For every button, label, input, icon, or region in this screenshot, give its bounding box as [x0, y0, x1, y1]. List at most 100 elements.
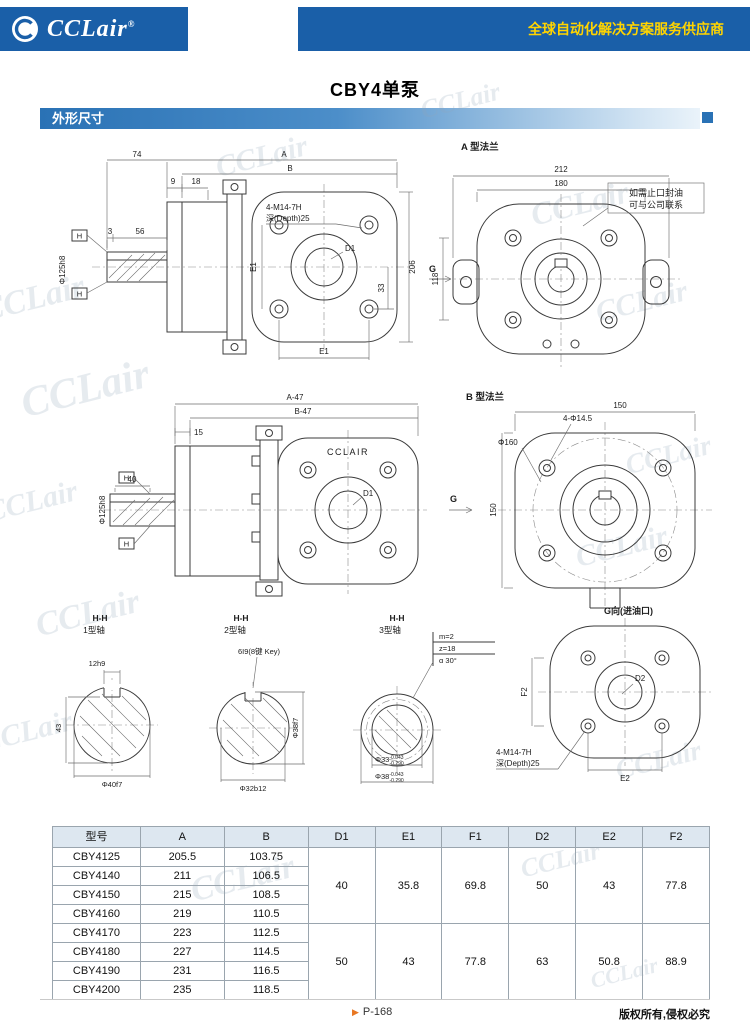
bolt-spec-line2: 深(Depth)25 — [266, 214, 310, 223]
bolt-spec-line1: 4-M14-7H — [496, 748, 532, 757]
drawing-pump-side-view-b: A-47 B-47 15 40 Φ125h8 CCLAIR D1 H H — [98, 393, 427, 597]
footer-copyright: 版权所有,侵权必究 — [618, 1009, 710, 1021]
table-row: CBY4180 227 114.5 — [52, 942, 710, 962]
dim-label-phi33: Φ33-0.043-0.290 — [375, 755, 404, 767]
merged-cell-E2: 43 — [575, 847, 644, 924]
merged-cell-D2: 50 — [508, 847, 577, 924]
footer-page-number: ▶P-168 — [352, 1006, 392, 1018]
value-cell: 235 — [139, 980, 225, 1000]
shaft-hatching — [108, 252, 166, 282]
dim-label-B: B — [287, 164, 292, 173]
value-cell: 116.5 — [223, 961, 309, 981]
phi38-value: Φ38 — [375, 772, 389, 781]
seal-note-line1: 如需止口封油 — [629, 187, 683, 198]
spline-spec-angle: α 30° — [439, 656, 457, 665]
drawing-flange-type-b: B 型法兰 4-Φ14.5 Φ160 150 150 G — [449, 391, 712, 610]
dim-label-212: 212 — [554, 165, 568, 174]
page-number-text: P-168 — [362, 1006, 393, 1018]
value-cell: 112.5 — [223, 923, 309, 943]
dimension-lines — [65, 670, 151, 778]
dim-label-bolt-holes: 4-Φ14.5 — [563, 414, 593, 423]
flange-b-title: B 型法兰 — [466, 391, 505, 403]
dim-label-56: 56 — [136, 227, 145, 236]
dimension-lines — [114, 403, 419, 545]
value-cell: 215 — [139, 885, 225, 905]
phi38-tol-lower: -0.290 — [390, 778, 404, 784]
section-label: H-H — [92, 613, 107, 623]
dim-label-180: 180 — [554, 179, 568, 188]
phi38-tol-upper: -0.043 — [389, 772, 403, 778]
section-hatching — [222, 697, 288, 757]
merged-cell-F1: 77.8 — [441, 923, 510, 1000]
dimension-lines — [449, 411, 696, 589]
datum-H-top: H — [124, 474, 129, 483]
value-cell: 108.5 — [223, 885, 309, 905]
section-hatching — [79, 693, 147, 757]
table-row: CBY4200 235 118.5 — [52, 980, 710, 1000]
drawing-shaft-type1: H-H 1型轴 12h9 43 Φ40f7 — [54, 613, 158, 789]
shaft-type-label: 3型轴 — [379, 625, 401, 635]
drawing-shaft-type3: H-H 3型轴 m=2 z=18 α 30° Φ33-0.043-0.290 Φ… — [353, 613, 495, 784]
dim-label-9: 9 — [171, 177, 176, 186]
bolt-spec-line2: 深(Depth)25 — [496, 759, 540, 768]
col-header-B: B — [223, 826, 309, 848]
centerlines — [353, 686, 441, 776]
dim-label-phi160: Φ160 — [498, 438, 518, 447]
phi33-value: Φ33 — [375, 755, 389, 764]
dim-label-dia-vertical: Φ38f7 — [291, 718, 300, 739]
logo-wordmark: CCLair — [47, 15, 128, 42]
table-row: CBY4190 231 116.5 — [52, 961, 710, 981]
value-cell: 118.5 — [223, 980, 309, 1000]
value-cell: 114.5 — [223, 942, 309, 962]
dim-label-F2: F2 — [520, 687, 529, 697]
drawing-pump-side-view-a: 74 A B 9 18 3 56 Φ125h8 4-M14-7H 深(Depth… — [58, 150, 417, 360]
section-hatching — [374, 709, 418, 753]
drawing-flange-type-a: A 型法兰 212 180 118 如需止口封油 可与公司联系 G — [429, 141, 705, 370]
value-cell: 106.5 — [223, 866, 309, 886]
model-cell: CBY4150 — [52, 885, 141, 905]
dim-label-43: 43 — [54, 724, 63, 732]
dim-label-206: 206 — [408, 260, 417, 274]
dim-label-shaft-dia: Φ125h8 — [58, 255, 67, 284]
dim-label-key: 6I9(8键 Key) — [238, 646, 281, 656]
model-cell: CBY4125 — [52, 847, 141, 867]
flange-geometry — [514, 432, 696, 609]
model-cell: CBY4170 — [52, 923, 141, 943]
spline-spec-module: m=2 — [439, 632, 454, 641]
drawing-shaft-type2: H-H 2型轴 6I9(8键 Key) Φ38f7 Φ32b12 — [209, 613, 305, 793]
dim-label-shaft-dia: Φ125h8 — [98, 495, 107, 524]
table-row: CBY4125 205.5 103.75 40 35.8 69.8 50 43 … — [52, 847, 710, 924]
g-view-title: G向(进油口) — [604, 605, 653, 616]
col-header-model: 型号 — [52, 826, 141, 848]
header-logo-block: CCLair® — [0, 7, 188, 51]
company-logo-text: CCLair® — [47, 16, 135, 43]
section-label: H-H — [389, 613, 404, 623]
dim-label-E1-horizontal: E1 — [319, 347, 329, 356]
dim-label-dia-bottom: Φ32b12 — [240, 784, 267, 793]
dim-label-118: 118 — [431, 272, 440, 285]
centerlines — [538, 618, 712, 766]
value-cell: 110.5 — [223, 904, 309, 924]
view-G-label: G — [450, 494, 457, 504]
dimension-lines — [429, 175, 705, 321]
section-title: 外形尺寸 — [52, 111, 105, 126]
centerlines — [209, 682, 297, 774]
dim-label-33: 33 — [377, 283, 386, 292]
body-brand-label: CCLAIR — [327, 447, 369, 457]
company-logo-icon — [12, 16, 38, 42]
col-header-E2: E2 — [575, 826, 644, 848]
centerlines — [498, 422, 712, 610]
bolt-spec-line1: 4-M14-7H — [266, 203, 302, 212]
merged-cell-E1: 35.8 — [374, 847, 443, 924]
value-cell: 231 — [139, 961, 225, 981]
model-cell: CBY4140 — [52, 866, 141, 886]
merged-cell-E2: 50.8 — [575, 923, 644, 1000]
table-header-row: 型号 A B D1 E1 F1 D2 E2 F2 — [52, 826, 710, 848]
page-arrow-icon: ▶ — [352, 1007, 359, 1017]
dim-label-dia: Φ40f7 — [102, 780, 123, 789]
shaft-hatching — [112, 496, 175, 526]
datum-H-top: H — [77, 232, 82, 241]
table-row: CBY4160 219 110.5 — [52, 904, 710, 924]
col-header-F1: F1 — [441, 826, 510, 848]
col-header-D1: D1 — [307, 826, 376, 848]
